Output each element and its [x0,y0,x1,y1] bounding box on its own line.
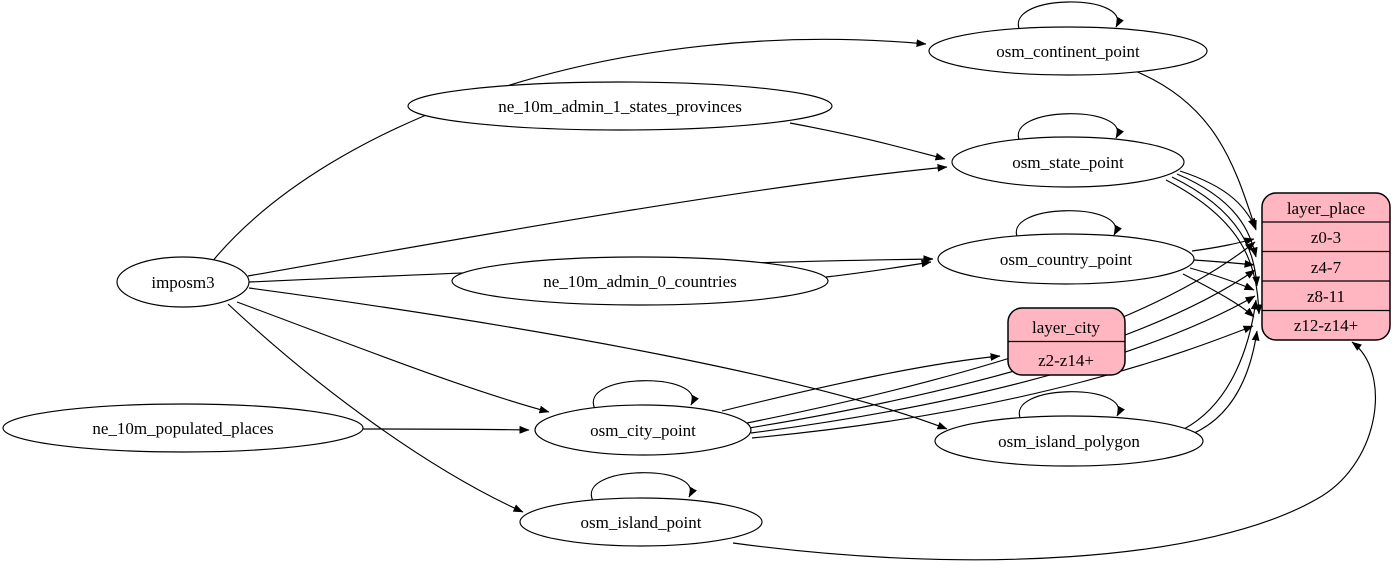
edge-imposm3-osm_city_point [236,301,550,414]
node-label-osm_country_point: osm_country_point [1000,250,1132,269]
nodes-group: imposm3 ne_10m_admin_1_states_provinces … [2,26,1208,547]
record-row-layer_place-z12-z14: z12-z14+ [1294,316,1358,335]
edge-osm_country_point-layer_place-z0-3 [1191,237,1255,252]
edge-osm_country_point-layer_place-z12-z14 [1182,273,1255,318]
edge-osm_island_polygon-layer_place-z8-11 [1183,299,1259,430]
edge-ne_10m_admin_0_countries-osm_country_point [825,259,932,278]
edge-osm_continent_point-layer_place-z0-3 [1134,70,1257,231]
node-osm_island_polygon: osm_island_polygon [934,415,1204,467]
edge-osm_country_point-layer_place-z4-7 [1193,259,1255,268]
node-label-ne_10m_populated_places: ne_10m_populated_places [92,419,273,438]
self-loop-osm_island_polygon [1018,391,1125,421]
node-label-ne_10m_admin_1_states_provinces: ne_10m_admin_1_states_provinces [498,97,742,116]
edge-osm_island_point-layer_place-z12-z14 [732,341,1376,561]
node-osm_island_point: osm_island_point [519,497,763,547]
edge-osm_state_point-layer_place-z12-z14 [1165,179,1263,315]
node-label-ne_10m_admin_0_countries: ne_10m_admin_0_countries [543,272,737,291]
record-layer_city: layer_city z2-z14+ [1007,307,1126,376]
record-row-layer_place-z0-3: z0-3 [1311,228,1341,247]
edge-imposm3-osm_island_point [227,303,524,513]
edge-ne_10m_populated_places-osm_city_point [362,425,530,434]
node-label-osm_city_point: osm_city_point [590,421,696,440]
self-loop-osm_continent_point [1017,1,1124,32]
edge-osm_state_point-layer_place-z8-11 [1171,176,1261,287]
node-ne_10m_admin_1_states_provinces: ne_10m_admin_1_states_provinces [407,81,833,131]
self-loop-osm_city_point [592,380,699,410]
edge-osm_island_polygon-layer_place-z12-z14 [1191,330,1260,435]
record-row-layer_city-z2-z14: z2-z14+ [1038,351,1094,370]
node-osm_continent_point: osm_continent_point [928,26,1208,76]
node-osm_state_point: osm_state_point [951,136,1185,188]
node-label-osm_state_point: osm_state_point [1012,153,1124,172]
record-row-layer_place-z8-11: z8-11 [1307,287,1345,306]
node-label-imposm3: imposm3 [151,273,214,292]
node-ne_10m_populated_places: ne_10m_populated_places [2,403,364,453]
edge-osm_city_point-layer_place-z8-11 [750,295,1256,434]
self-loop-osm_island_point [590,472,697,502]
edge-osm_state_point-layer_place-z0-3 [1179,170,1257,229]
record-title-layer_city: layer_city [1032,318,1100,337]
node-ne_10m_admin_0_countries: ne_10m_admin_0_countries [451,256,829,306]
record-title-layer_place: layer_place [1287,199,1365,218]
node-imposm3: imposm3 [116,256,250,308]
edge-ne_10m_admin_1_states_provinces-osm_state_point [789,122,946,161]
self-loop-osm_state_point [1017,113,1124,143]
record-row-layer_place-z4-7: z4-7 [1311,258,1342,277]
node-label-osm_continent_point: osm_continent_point [996,42,1140,61]
node-osm_country_point: osm_country_point [937,233,1195,285]
self-loop-osm_country_point [1015,210,1122,240]
edge-imposm3-osm_continent_point [210,38,927,264]
edge-osm_country_point-layer_place-z8-11 [1189,267,1255,291]
edge-osm_city_point-layer_place-z4-7 [748,269,1256,429]
edge-imposm3-osm_state_point [247,164,948,277]
edge-imposm3-osm_island_polygon [248,287,948,430]
edge-osm_city_point-layer_place-z12-z14 [751,325,1254,439]
node-label-osm_island_polygon: osm_island_polygon [998,432,1140,451]
node-osm_city_point: osm_city_point [534,404,752,456]
node-label-osm_island_point: osm_island_point [581,513,702,532]
record-layer_place: layer_place z0-3 z4-7 z8-11 z12-z14+ [1261,192,1391,341]
edge-osm_city_point-layer_city-z2-z14 [721,353,1001,412]
